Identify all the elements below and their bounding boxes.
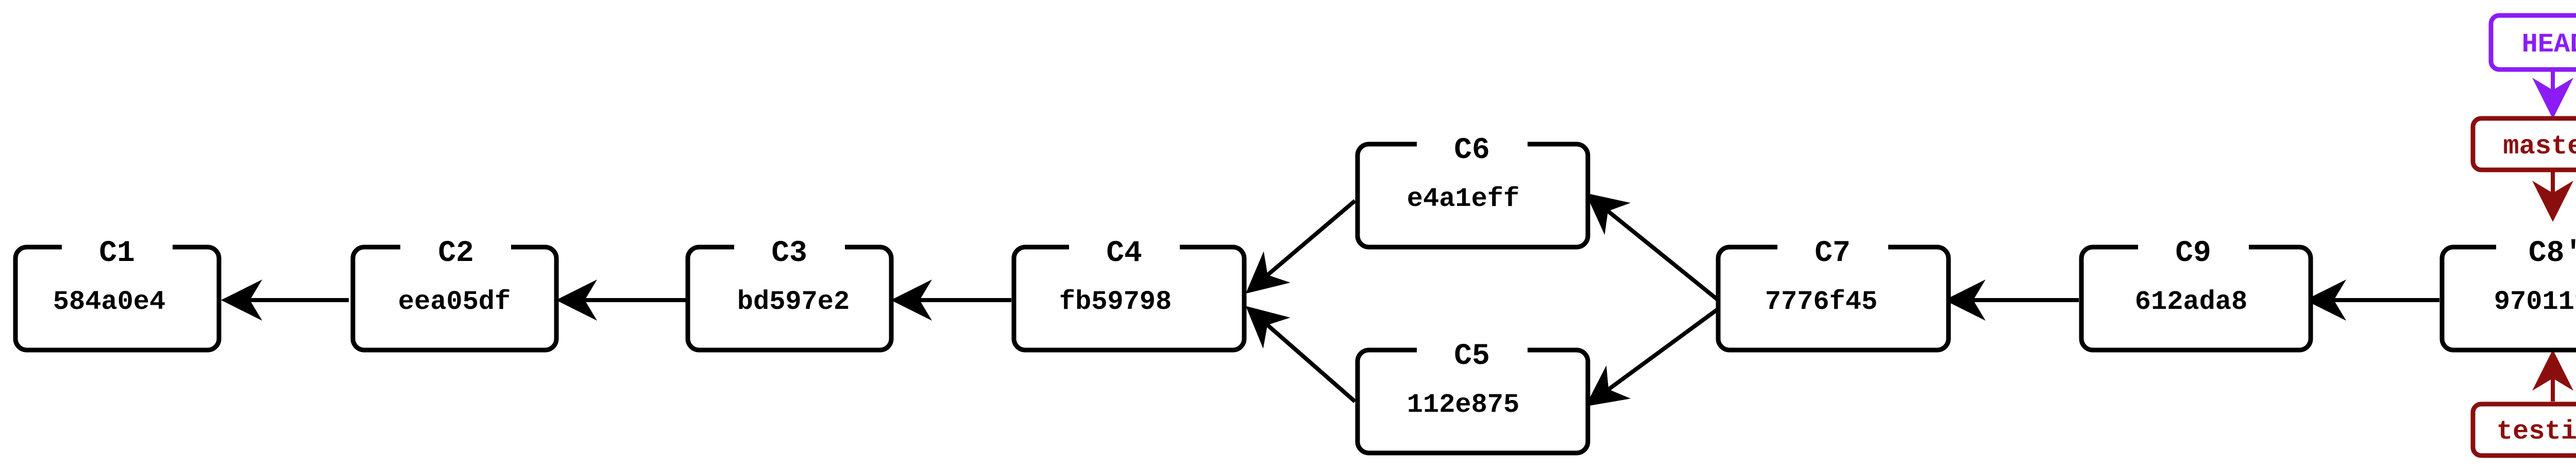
ref-master: master (2470, 116, 2576, 172)
commit-id: C1 (99, 237, 135, 270)
ref-testing-label: testing (2497, 416, 2576, 447)
commit-hash: 612ada8 (2135, 287, 2247, 317)
commit-id: C6 (1454, 134, 1490, 167)
commit-node-c9: C9 612ada8 (2079, 232, 2313, 353)
ref-testing: testing (2470, 402, 2576, 458)
commit-node-c2: C2 eea05df (350, 232, 559, 353)
commit-node-c7: C7 7776f45 (1716, 232, 1951, 353)
commit-id: C5 (1454, 340, 1490, 373)
commit-node-c4: C4 fb59798 (1011, 232, 1247, 353)
commit-id: C2 (438, 237, 474, 270)
commit-hash: 97011f7 (2494, 287, 2576, 317)
commit-id: C9 (2175, 237, 2211, 270)
commit-hash: fb59798 (1059, 287, 1172, 317)
ref-master-label: master (2503, 131, 2576, 162)
commit-hash: 7776f45 (1765, 287, 1877, 317)
commit-hash: 112e875 (1407, 390, 1519, 420)
commit-node-c5: C5 112e875 (1355, 335, 1590, 456)
commit-hash: 584a0e4 (53, 287, 165, 317)
commit-id: C3 (771, 237, 807, 270)
commit-id: C8' (2529, 237, 2576, 270)
commit-hash: eea05df (398, 287, 511, 317)
ref-head-label: HEAD (2522, 29, 2576, 60)
edge-c6-c4 (1245, 199, 1357, 294)
commit-id: C4 (1106, 237, 1142, 270)
commit-hash: e4a1eff (1407, 184, 1519, 214)
commit-node-c6: C6 e4a1eff (1355, 129, 1590, 250)
ref-head: HEAD (2488, 13, 2576, 72)
commit-edges (221, 193, 2439, 407)
commit-id: C7 (1815, 237, 1851, 270)
edge-c5-c4 (1245, 306, 1357, 404)
commit-node-c1: C1 584a0e4 (13, 232, 222, 353)
commit-hash: bd597e2 (737, 287, 850, 317)
commit-node-c8-prime: C8' 97011f7 (2439, 232, 2576, 353)
commit-node-c3: C3 bd597e2 (685, 232, 894, 353)
edge-c7-c5 (1585, 307, 1720, 407)
edge-c7-c6 (1585, 193, 1720, 302)
